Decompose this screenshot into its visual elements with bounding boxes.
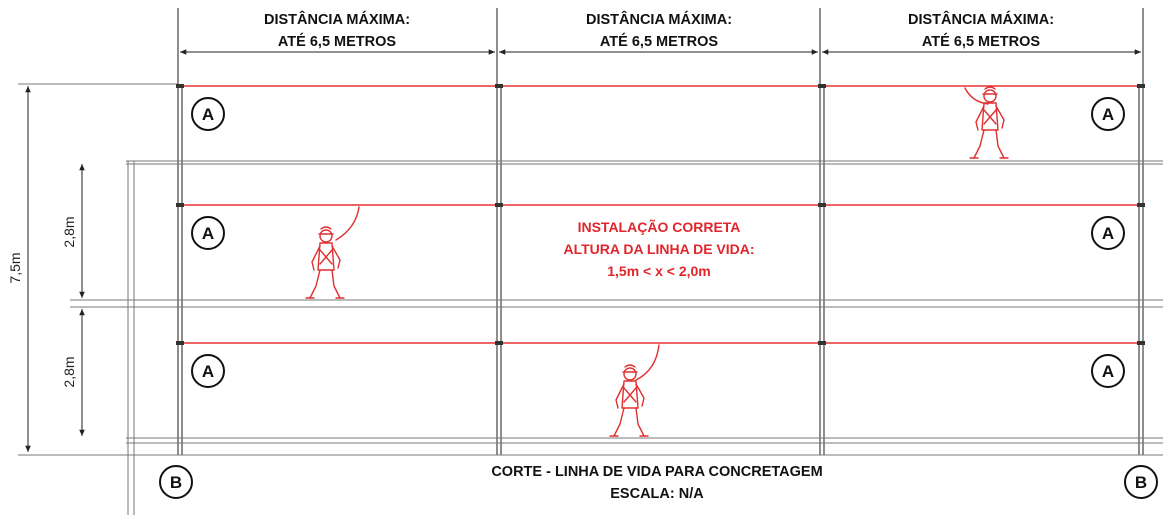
span-1-label-line1: DISTÂNCIA MÁXIMA: <box>264 10 410 28</box>
drawing-footer: CORTE - LINHA DE VIDA PARA CONCRETAGEM E… <box>491 464 822 502</box>
anchor-markers: A A A A A A <box>191 97 1125 388</box>
anchor-marker-right-bottom: A <box>1091 354 1125 388</box>
span-2-label-line1: DISTÂNCIA MÁXIMA: <box>586 10 732 28</box>
lower-floor-height-label: 2,8m <box>61 356 77 387</box>
anchor-marker-right-middle: A <box>1091 216 1125 250</box>
top-dimension-labels: DISTÂNCIA MÁXIMA: ATÉ 6,5 METROS DISTÂNC… <box>264 10 1054 50</box>
worker-icon-top <box>964 86 1009 159</box>
span-3-label-line2: ATÉ 6,5 METROS <box>922 33 1040 50</box>
drawing-title: CORTE - LINHA DE VIDA PARA CONCRETAGEM <box>491 464 822 480</box>
anchor-marker-right-top: A <box>1091 97 1125 131</box>
svg-text:B: B <box>170 473 182 492</box>
workers <box>305 86 1009 437</box>
axis-marker-right: B <box>1124 465 1158 499</box>
anchor-marker-left-middle: A <box>191 216 225 250</box>
upper-floor-height-label: 2,8m <box>61 216 77 247</box>
life-lines <box>176 84 1145 345</box>
top-dimension-lines <box>177 8 1144 455</box>
note-line1: INSTALAÇÃO CORRETA <box>578 218 741 235</box>
anchor-marker-left-top: A <box>191 97 225 131</box>
span-2-label-line2: ATÉ 6,5 METROS <box>600 33 718 50</box>
worker-icon-bottom <box>609 344 660 437</box>
span-3-label-line1: DISTÂNCIA MÁXIMA: <box>908 10 1054 28</box>
axis-markers: B B <box>159 465 1158 499</box>
span-1-label-line2: ATÉ 6,5 METROS <box>278 33 396 50</box>
total-height-label: 7,5m <box>7 252 23 283</box>
worker-icon-middle <box>305 206 360 299</box>
svg-text:A: A <box>1102 105 1114 124</box>
svg-text:A: A <box>1102 224 1114 243</box>
svg-text:A: A <box>1102 362 1114 381</box>
left-dimensions: 7,5m 2,8m 2,8m <box>7 86 85 452</box>
note-line3: 1,5m < x < 2,0m <box>607 263 711 279</box>
anchor-marker-left-bottom: A <box>191 354 225 388</box>
slab-lines <box>18 83 1163 515</box>
drawing-scale: ESCALA: N/A <box>610 486 704 502</box>
svg-text:A: A <box>202 105 214 124</box>
svg-text:A: A <box>202 224 214 243</box>
axis-marker-left: B <box>159 465 193 499</box>
svg-text:A: A <box>202 362 214 381</box>
note-line2: ALTURA DA LINHA DE VIDA: <box>563 241 754 257</box>
installation-note: INSTALAÇÃO CORRETA ALTURA DA LINHA DE VI… <box>563 218 754 279</box>
svg-text:B: B <box>1135 473 1147 492</box>
